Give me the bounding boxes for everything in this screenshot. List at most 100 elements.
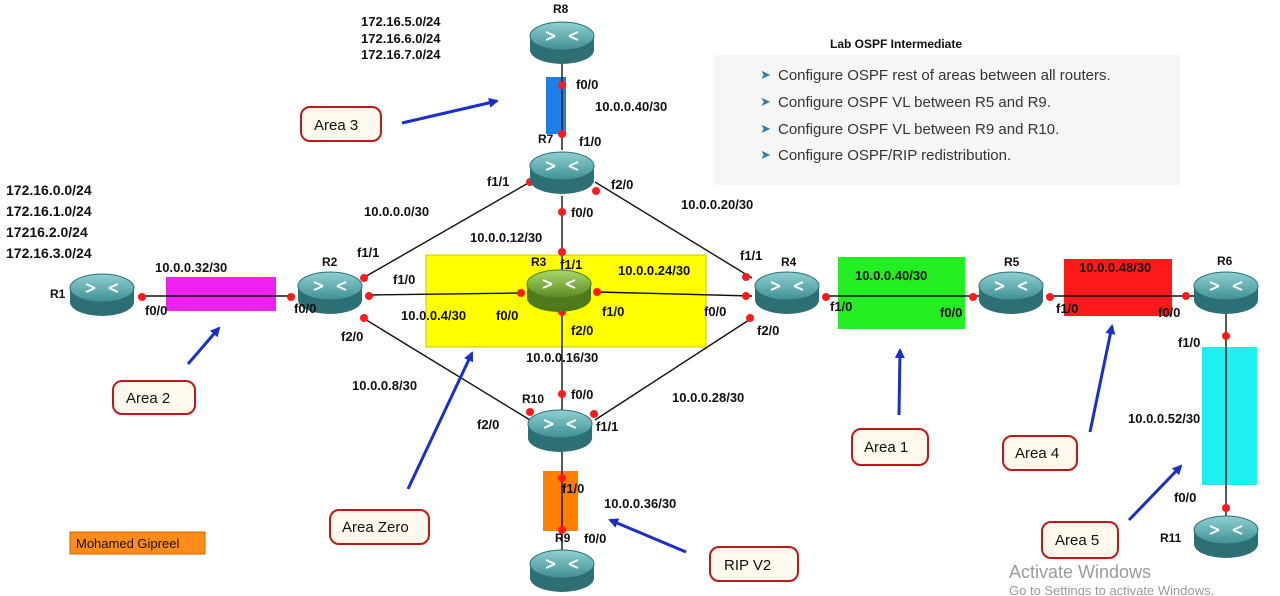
router-r11[interactable] [1193,515,1259,559]
if-r7-f1-0: f1/0 [579,134,601,149]
label-r11: R11 [1160,531,1182,545]
if-r2-f2-0: f2/0 [341,329,363,344]
author-name: Mohamed Gipreel [76,536,179,551]
if-r2-f1-0: f1/0 [393,272,415,287]
if-r4-f1-0: f1/0 [830,299,852,314]
callout-area-zero: Area Zero [329,509,430,545]
arrow-area3 [401,97,499,125]
arrow-rip [608,518,687,554]
arrow-area5 [1127,464,1183,522]
task-item: Configure OSPF/RIP redistribution. [778,147,1011,164]
task-panel [714,55,1180,185]
subnet-r7-r8: 10.0.0.40/30 [595,99,667,114]
router-r7[interactable] [529,151,595,195]
if-r3-f2-0: f2/0 [571,323,593,338]
label-r4: R4 [781,255,797,269]
r1-network: 172.16.0.0/24 [6,182,92,198]
subnet-r2-r7: 10.0.0.0/30 [364,204,429,219]
chevron-icon: ➤ [760,122,771,137]
if-r6-f1-0: f1/0 [1178,335,1200,350]
router-r1[interactable] [69,273,135,317]
chevron-icon: ➤ [760,68,771,83]
area-zero-label: Area Zero [342,519,409,536]
r1-network-list: 172.16.0.0/24 172.16.1.0/24 17216.2.0/24… [6,182,92,261]
r1-network: 172.16.1.0/24 [6,203,92,219]
r8-network: 172.16.7.0/24 [361,47,441,62]
arrow-area2 [186,326,221,365]
if-r10-f1-1: f1/1 [596,419,618,434]
r1-network: 172.16.3.0/24 [6,245,92,261]
subnet-r3-r7: 10.0.0.12/30 [470,230,542,245]
router-r5[interactable] [978,271,1044,315]
label-r10: R10 [522,392,544,406]
area4-link-box [1064,259,1172,316]
task-item: Configure OSPF rest of areas between all… [778,67,1111,84]
if-r4-f0-0: f0/0 [704,304,726,319]
arrows [186,97,1183,554]
callout-rip: RIP V2 [709,546,799,582]
chevron-icon: ➤ [760,95,771,110]
router-r6[interactable] [1193,271,1259,315]
router-r10[interactable] [527,409,593,453]
activation-watermark-hint: Go to Settings to activate Windows. [1009,583,1214,596]
callout-area1: Area 1 [851,428,929,466]
if-r10-f0-0: f0/0 [571,387,593,402]
link-r7-r4 [594,181,753,279]
if-r10-f2-0: f2/0 [477,417,499,432]
if-r2-f0-0: f0/0 [294,301,316,316]
subnet-r2-r10: 10.0.0.8/30 [352,378,417,393]
area3-label: Area 3 [314,117,358,134]
subnet-r3-r4: 10.0.0.24/30 [618,263,690,278]
callout-area3: Area 3 [300,106,382,142]
area2-link-box [166,277,276,311]
area1-label: Area 1 [864,439,908,456]
link-r2-r3 [367,292,521,296]
if-r3-f0-0: f0/0 [496,308,518,323]
if-r7-f1-1: f1/1 [487,174,509,189]
arrow-area-zero [406,351,474,490]
area5-link-box [1202,347,1257,485]
subnet-r10-r9: 10.0.0.36/30 [604,496,676,511]
label-r9: R9 [555,531,571,545]
label-r8: R8 [553,2,569,16]
lab-title: Lab OSPF Intermediate [830,37,962,51]
router-r9[interactable] [529,549,595,593]
if-r8-f0-0: f0/0 [576,77,598,92]
label-r2: R2 [322,255,338,269]
area3-link-box [546,77,566,134]
area5-label: Area 5 [1055,532,1099,549]
if-r7-f2-0: f2/0 [611,177,633,192]
callout-area5: Area 5 [1041,521,1119,559]
area2-label: Area 2 [126,390,170,407]
subnet-r4-r5: 10.0.0.40/30 [855,268,927,283]
task-item: Configure OSPF VL between R5 and R9. [778,94,1051,111]
r8-network: 172.16.6.0/24 [361,31,441,46]
arrow-area4 [1088,324,1116,433]
router-r3[interactable] [526,269,592,313]
if-r4-f1-1: f1/1 [740,248,762,263]
r8-network: 172.16.5.0/24 [361,14,441,29]
if-r3-f1-1: f1/1 [560,257,582,272]
if-r7-f0-0: f0/0 [571,205,593,220]
if-r5-f1-0: f1/0 [1056,301,1078,316]
callout-area4: Area 4 [1002,435,1078,471]
subnet-r5-r6: 10.0.0.48/30 [1079,260,1151,275]
router-r4[interactable] [754,271,820,315]
subnet-r4-r10: 10.0.0.28/30 [672,390,744,405]
r1-network: 17216.2.0/24 [6,224,88,240]
subnet-r3-r10: 10.0.0.16/30 [526,350,598,365]
rip-label: RIP V2 [724,557,771,574]
task-list: ➤ Configure OSPF rest of areas between a… [760,67,1111,164]
activation-watermark-title: Activate Windows [1009,562,1151,582]
link-r2-r10 [362,317,531,421]
label-r1: R1 [50,287,66,301]
if-r2-f1-1: f1/1 [357,245,379,260]
author-badge: Mohamed Gipreel [69,531,206,555]
if-r6-f0-0: f0/0 [1158,305,1180,320]
router-r8[interactable] [529,21,595,65]
if-r1-f0-0: f0/0 [145,303,167,318]
area4-label: Area 4 [1015,445,1059,462]
subnet-r6-r11: 10.0.0.52/30 [1128,411,1200,426]
subnet-r2-r3: 10.0.0.4/30 [401,308,466,323]
if-r10-f1-0: f1/0 [562,481,584,496]
